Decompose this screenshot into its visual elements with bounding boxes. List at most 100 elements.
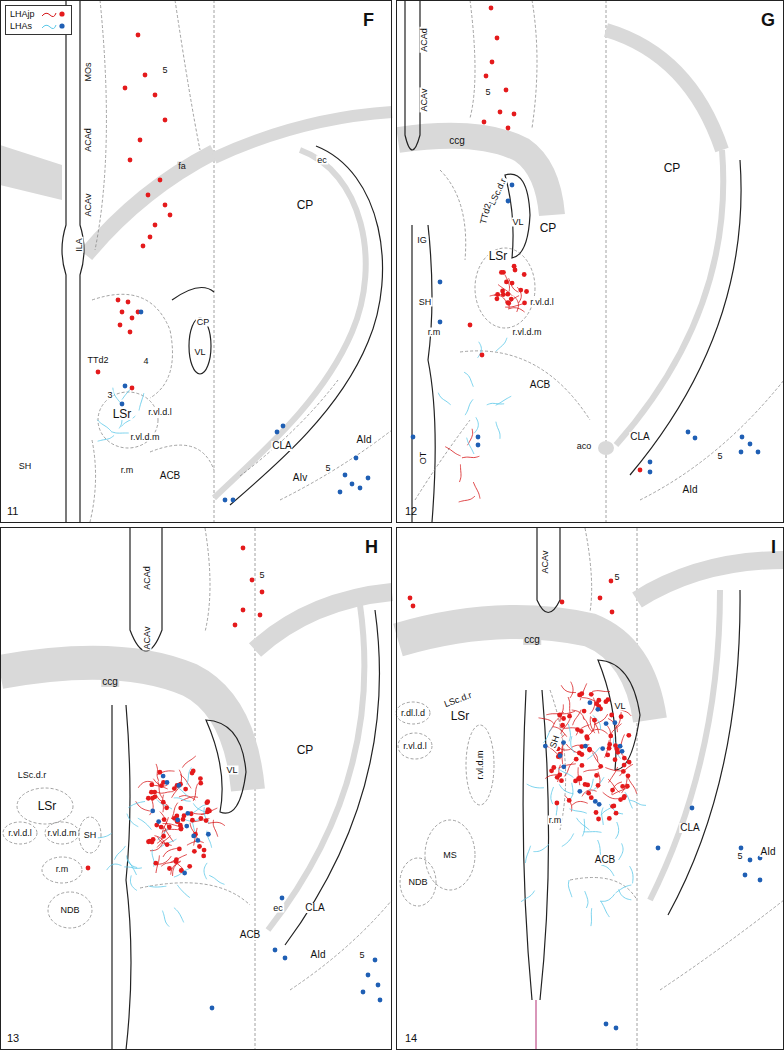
fiber [570, 682, 573, 698]
region-label: TTd2 [479, 202, 494, 227]
fiber [459, 496, 475, 502]
neuron-dot [206, 832, 211, 837]
section-number: 11 [7, 506, 18, 517]
neuron-dot [159, 783, 164, 788]
region-label: VL [511, 218, 524, 227]
fiber [558, 769, 573, 778]
neuron-dot [146, 193, 151, 198]
neuron-dot [162, 817, 167, 822]
neuron-dot [596, 817, 601, 822]
neuron-dot [482, 120, 487, 125]
neuron-dot [554, 801, 559, 806]
neuron-dot [480, 353, 485, 358]
fiber [619, 889, 632, 899]
fiber [625, 792, 632, 808]
neuron-dot [560, 600, 565, 605]
fiber [601, 804, 615, 815]
neuron-dot [361, 990, 366, 995]
neuron-dot [604, 721, 609, 726]
region-label: IG [416, 236, 428, 245]
neuron-dot [627, 760, 632, 765]
neuron-dot [199, 816, 204, 821]
region-label: SH [83, 831, 98, 840]
region-label: r.vl.d.m [476, 749, 485, 780]
brain-outline [637, 528, 638, 1050]
neuron-dot [161, 800, 166, 805]
brain-outline [140, 883, 250, 905]
neuron-dot [158, 178, 163, 183]
fiber [138, 818, 152, 829]
region-label: ACAd [143, 565, 152, 591]
neuron-dot [373, 958, 378, 963]
neuron-dot [366, 973, 371, 978]
neuron-dot [589, 795, 594, 800]
brain-outline [598, 660, 640, 770]
neuron-dot [153, 223, 158, 228]
neuron-dot [577, 789, 582, 794]
region-label: ccg [448, 136, 466, 146]
neuron-dot [559, 778, 564, 783]
brain-outline [570, 878, 637, 901]
fiber [593, 777, 604, 791]
neuron-dot [206, 807, 211, 812]
neuron-dot [167, 825, 172, 830]
neuron-dot [594, 810, 599, 815]
neuron-dot [557, 713, 562, 718]
neuron-dot [588, 700, 593, 705]
neuron-dot [592, 718, 597, 723]
neuron-dot [191, 834, 196, 839]
fiber [509, 278, 519, 292]
neuron-dot [638, 468, 643, 473]
neuron-dot [153, 93, 158, 98]
neuron-dot [612, 720, 617, 725]
neuron-dot [260, 590, 265, 595]
fiber [630, 866, 633, 883]
neuron-dot [622, 756, 627, 761]
neuron-dot [501, 292, 506, 297]
fiber [208, 822, 225, 825]
fiber [616, 822, 619, 839]
neuron-dot [223, 498, 228, 503]
neuron-dot [504, 88, 509, 93]
neuron-dot [748, 442, 753, 447]
region-label: 5 [736, 852, 743, 861]
neuron-dot [495, 292, 500, 297]
fiber [162, 911, 169, 927]
brain-outline [550, 690, 566, 830]
neuron-dot [126, 300, 131, 305]
neuron-dot [192, 849, 197, 854]
neuron-dot [506, 199, 511, 204]
neuron-dot [578, 776, 583, 781]
neuron-dot [597, 802, 602, 807]
fiber [561, 685, 576, 692]
neuron-dot [505, 292, 510, 297]
neuron-dot [366, 476, 371, 481]
neuron-dot [510, 281, 515, 286]
region-label: TTd2 [86, 356, 109, 365]
brain-outline [466, 725, 494, 805]
region-label: AId [309, 950, 326, 960]
neuron-dot [484, 74, 489, 79]
region-label: ILA [75, 237, 84, 253]
brain-outline [630, 160, 741, 475]
fiber [572, 801, 588, 805]
brain-outline [255, 592, 392, 650]
brain-outline [240, 380, 338, 476]
fiber [568, 724, 570, 741]
neuron-dot [512, 112, 517, 117]
fiber [149, 886, 167, 887]
fiber [558, 764, 575, 768]
neuron-dot [120, 402, 125, 407]
neuron-dot [358, 486, 363, 491]
neuron-dot [152, 794, 157, 799]
region-label: CP [539, 222, 558, 234]
neuron-dot [167, 866, 172, 871]
neuron-dot [614, 1026, 619, 1031]
fiber [139, 393, 144, 410]
brain-outline [425, 820, 475, 890]
fiber [114, 846, 125, 860]
neuron-dot [141, 244, 146, 249]
brain-outline [62, 0, 84, 522]
neuron-dot [561, 740, 566, 745]
